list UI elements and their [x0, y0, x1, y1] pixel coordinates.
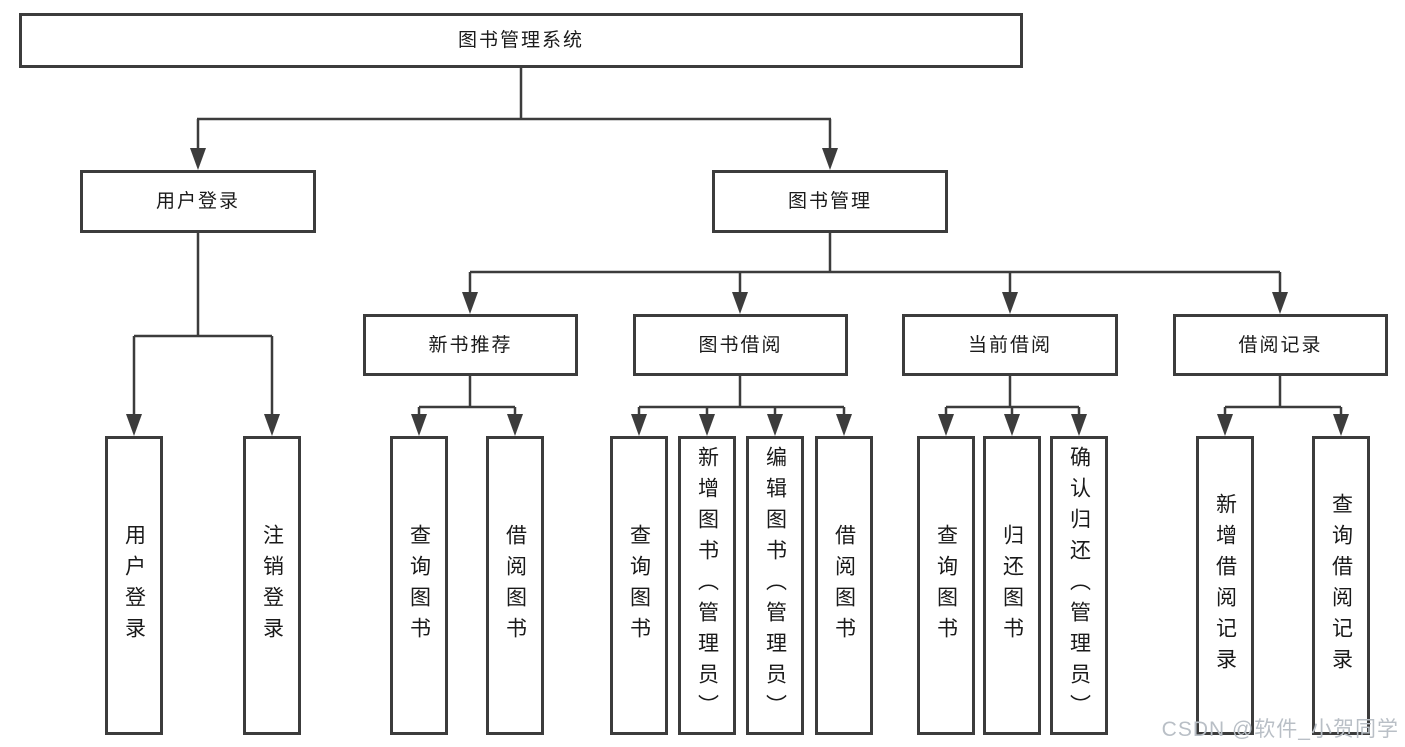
arrowhead-icon	[732, 292, 748, 314]
node-label: 查询图书	[627, 523, 651, 648]
node-label: 查询借阅记录	[1329, 492, 1353, 679]
node-leaf-borrow-books-1: 借阅图书	[486, 436, 544, 735]
arrowhead-icon	[699, 414, 715, 436]
node-label: 确认归还（管理员）	[1067, 446, 1091, 725]
arrowhead-icon	[507, 414, 523, 436]
node-borrowing-records: 借阅记录	[1173, 314, 1388, 376]
node-label: 当前借阅	[967, 334, 1052, 356]
arrowhead-icon	[938, 414, 954, 436]
node-label: 查询图书	[934, 523, 958, 648]
arrowhead-icon	[1004, 414, 1020, 436]
arrowhead-icon	[264, 414, 280, 436]
node-leaf-user-login: 用户登录	[105, 436, 163, 735]
arrowhead-icon	[631, 414, 647, 436]
arrowhead-icon	[767, 414, 783, 436]
node-leaf-return-books: 归还图书	[983, 436, 1041, 735]
arrowhead-icon	[836, 414, 852, 436]
node-leaf-add-books: 新增图书（管理员）	[678, 436, 736, 735]
node-label: 用户登录	[155, 191, 240, 212]
node-leaf-add-borrow-record: 新增借阅记录	[1196, 436, 1254, 735]
arrowhead-icon	[1272, 292, 1288, 314]
arrowhead-icon	[462, 292, 478, 314]
watermark: CSDN @软件_小贺同学	[1161, 718, 1399, 741]
node-label: 用户登录	[122, 523, 146, 648]
node-label: 借阅图书	[832, 523, 856, 648]
arrowhead-icon	[190, 148, 206, 170]
arrowhead-icon	[411, 414, 427, 436]
node-book-management: 图书管理	[712, 170, 948, 233]
node-book-borrowing: 图书借阅	[633, 314, 848, 376]
node-leaf-logout: 注销登录	[243, 436, 301, 735]
arrowhead-icon	[1002, 292, 1018, 314]
node-label: 图书管理系统	[457, 30, 584, 51]
arrowhead-icon	[126, 414, 142, 436]
arrowhead-icon	[1071, 414, 1087, 436]
node-leaf-confirm-return: 确认归还（管理员）	[1050, 436, 1108, 735]
node-label: 借阅记录	[1238, 334, 1323, 356]
node-leaf-query-books-2: 查询图书	[610, 436, 668, 735]
node-leaf-edit-books: 编辑图书（管理员）	[746, 436, 804, 735]
node-label: 注销登录	[260, 523, 284, 648]
node-label: 图书管理	[787, 191, 872, 212]
node-label: 图书借阅	[698, 334, 783, 356]
node-label: 编辑图书（管理员）	[763, 446, 787, 725]
node-leaf-borrow-books-2: 借阅图书	[815, 436, 873, 735]
arrowhead-icon	[1333, 414, 1349, 436]
arrowhead-icon	[822, 148, 838, 170]
node-label: 查询图书	[407, 523, 431, 648]
arrowhead-icon	[1217, 414, 1233, 436]
node-label: 新书推荐	[428, 334, 513, 356]
node-label: 新增借阅记录	[1213, 492, 1237, 679]
node-current-borrowing: 当前借阅	[902, 314, 1118, 376]
node-leaf-query-borrow-record: 查询借阅记录	[1312, 436, 1370, 735]
node-root: 图书管理系统	[19, 13, 1023, 68]
node-new-book-recommend: 新书推荐	[363, 314, 578, 376]
node-leaf-query-books-1: 查询图书	[390, 436, 448, 735]
node-user-login: 用户登录	[80, 170, 316, 233]
node-label: 归还图书	[1000, 523, 1024, 648]
node-leaf-query-books-3: 查询图书	[917, 436, 975, 735]
node-label: 借阅图书	[503, 523, 527, 648]
node-label: 新增图书（管理员）	[695, 446, 719, 725]
